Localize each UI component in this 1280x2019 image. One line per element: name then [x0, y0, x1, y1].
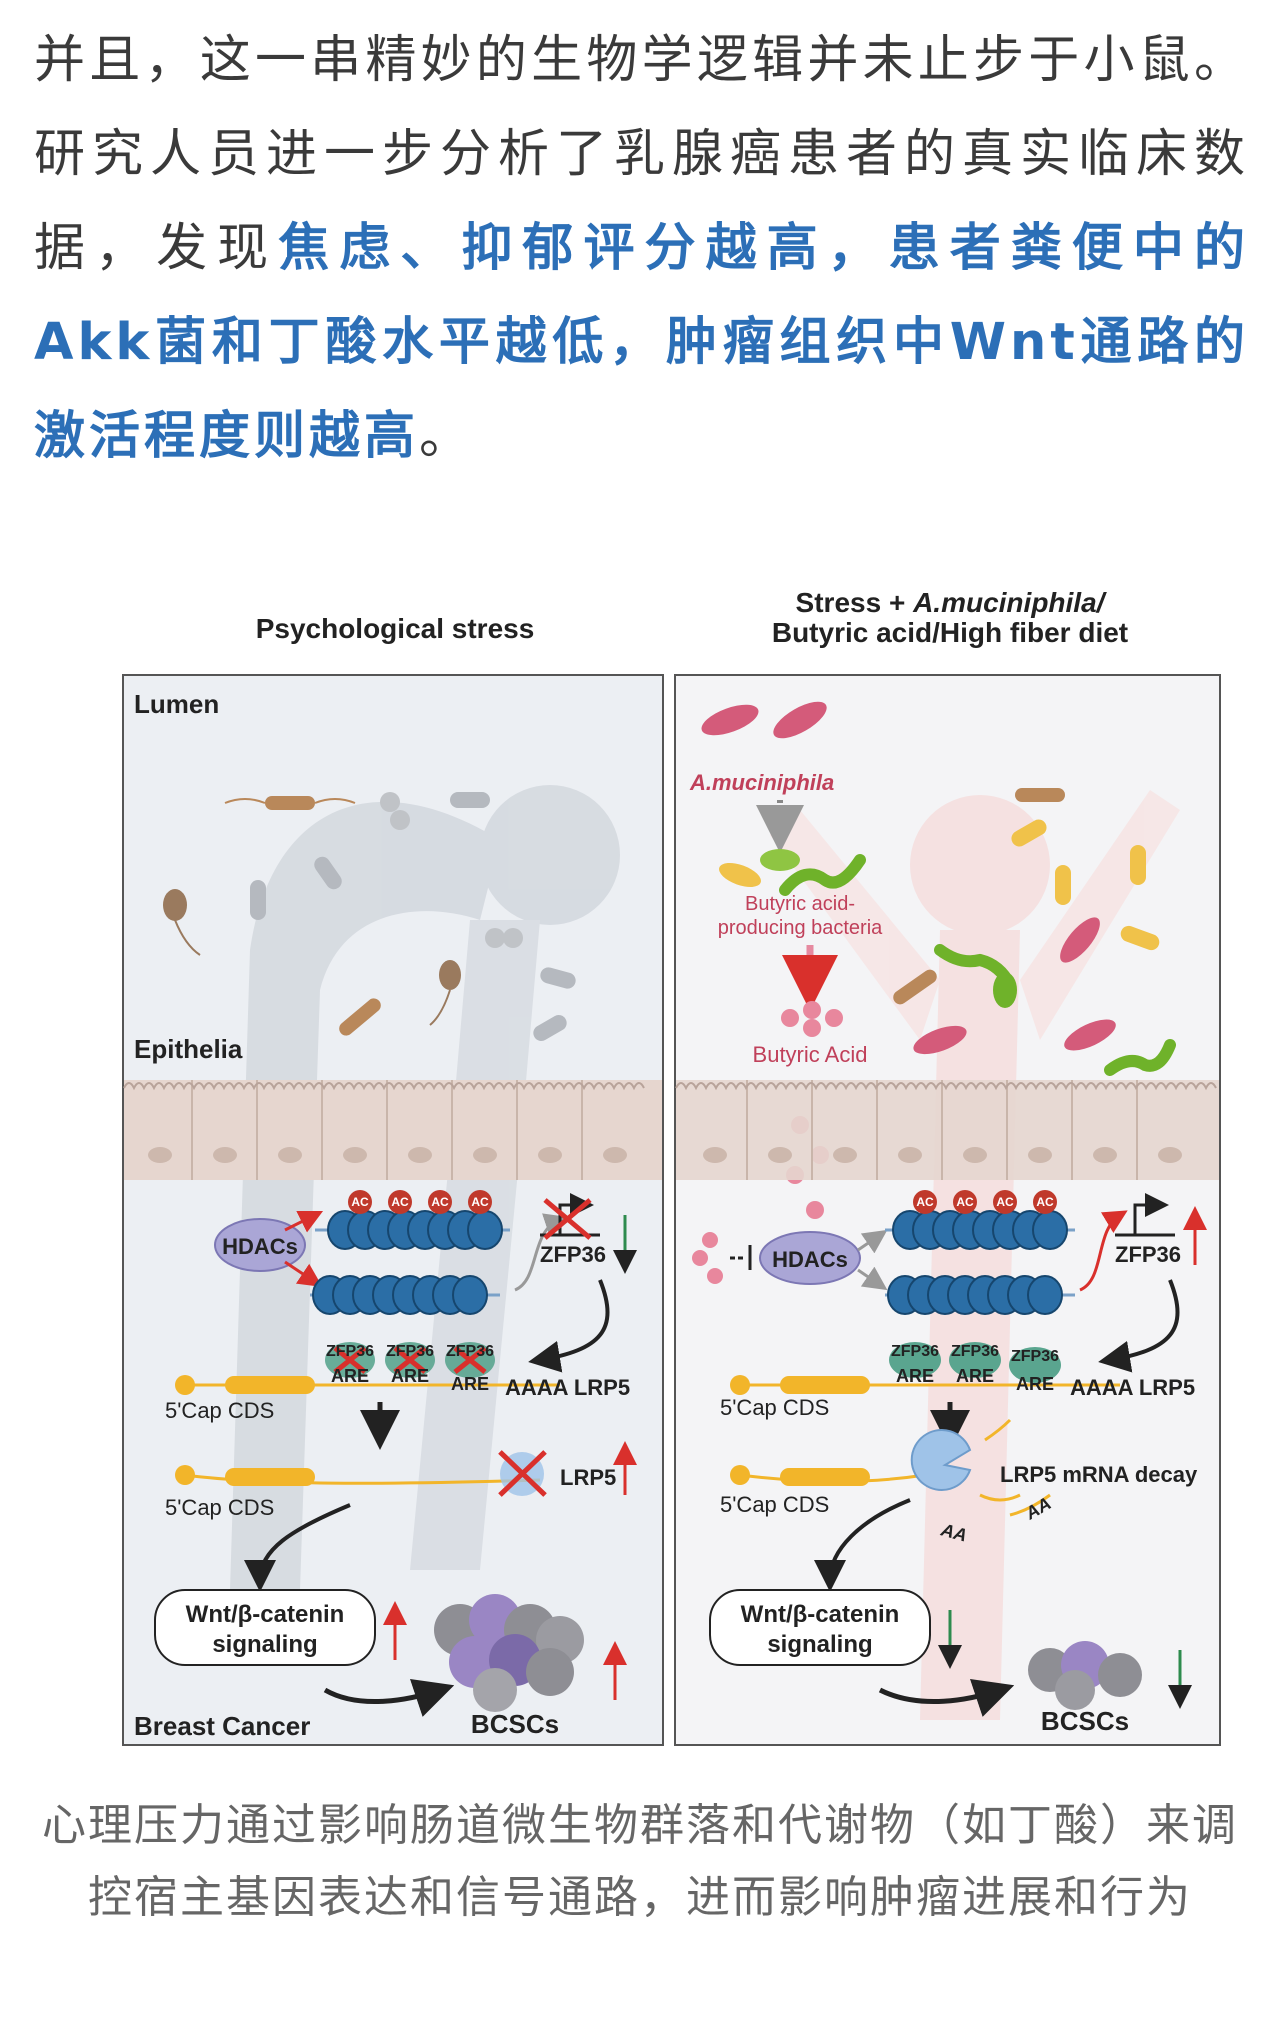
left-cap-cds-label-1: 5'Cap CDS	[165, 1398, 274, 1423]
are-label: ARE	[391, 1366, 429, 1386]
zfp36-small-label: ZFP36	[446, 1343, 494, 1360]
epithelia-label: Epithelia	[134, 1034, 243, 1064]
right-zfp36-gene: ZFP36	[1115, 1193, 1207, 1267]
are-label: ARE	[331, 1366, 369, 1386]
zfp36-small-label: ZFP36	[951, 1343, 999, 1360]
figure-caption: 心理压力通过影响肠道微生物群落和代谢物（如丁酸）来调控宿主基因表达和信号通路，进…	[42, 1800, 1238, 1923]
happy-person-silhouette	[770, 790, 1180, 1720]
butyric-acid-label: Butyric Acid	[753, 1042, 868, 1067]
left-bcscs-label: BCSCs	[471, 1709, 559, 1739]
left-wnt-box	[154, 1589, 376, 1666]
left-panel-title: Psychological stress	[256, 613, 535, 644]
right-wnt-label-2: signaling	[767, 1631, 872, 1658]
butyrate-producers	[719, 788, 1176, 1076]
left-panel: Lumen Epithelia	[122, 674, 664, 1746]
mechanism-figure: Psychological stress Stress + A.muciniph…	[120, 590, 1230, 1760]
right-panel-title-1: Stress + A.muciniphila/	[796, 590, 1108, 618]
right-hdacs-icon	[759, 1231, 861, 1285]
article-highlight: 焦虑、抑郁评分越高，患者粪便中的Akk菌和丁酸水平越低，肿瘤组织中Wnt通路的激…	[34, 219, 1249, 466]
left-nucleosomes-top: AC AC AC AC	[315, 1190, 510, 1250]
right-panel-title-2: Butyric acid/High fiber diet	[772, 617, 1128, 648]
left-aaaa-lrp5-label: AAAA LRP5	[505, 1375, 630, 1400]
are-label: ARE	[1016, 1374, 1054, 1394]
zfp36-small-label: ZFP36	[891, 1343, 939, 1360]
left-nucleosomes-bottom	[310, 1275, 500, 1315]
left-mrna-1: ZFP36 ZFP36 ZFP36 ARE ARE ARE AAAA LRP5 …	[165, 1342, 630, 1423]
left-hdacs-label: HDACs	[222, 1234, 298, 1259]
ac-label: AC	[996, 1195, 1014, 1209]
right-hdacs-label: HDACs	[772, 1247, 848, 1272]
left-hdacs-icon	[214, 1218, 306, 1272]
akk-bacteria	[701, 701, 1116, 1055]
left-zfp36-gene: ZFP36	[540, 1193, 637, 1274]
are-label: ARE	[956, 1366, 994, 1386]
zfp36-small-label: ZFP36	[386, 1343, 434, 1360]
left-bacteria	[163, 792, 576, 1041]
lumen-label: Lumen	[134, 689, 219, 719]
ac-label: AC	[391, 1195, 409, 1209]
zfp36-small-label: ZFP36	[1011, 1348, 1059, 1365]
right-aaaa-lrp5-label: AAAA LRP5	[1070, 1375, 1195, 1400]
article-paragraph: 并且，这一串精妙的生物学逻辑并未止步于小鼠。研究人员进一步分析了乳腺癌患者的真实…	[34, 14, 1249, 484]
right-wnt-box	[709, 1589, 931, 1666]
exonuclease-icon	[910, 1429, 972, 1491]
right-panel: A.muciniphila Butyric acid- producing ba…	[674, 674, 1221, 1746]
article-text-1: 并且，这一串精妙的生物学逻辑并未止步于小鼠。研究人员进一步分析了乳腺癌患者的真实…	[34, 31, 1249, 278]
left-epithelium	[123, 1080, 662, 1180]
left-bcscs-cluster	[434, 1594, 584, 1712]
mrna-decay-label: LRP5 mRNA decay	[1000, 1462, 1198, 1487]
right-cap-cds-label-1: 5'Cap CDS	[720, 1395, 829, 1420]
right-zfp36-label: ZFP36	[1115, 1242, 1181, 1267]
zfp36-small-label: ZFP36	[326, 1343, 374, 1360]
left-wnt-label-2: signaling	[212, 1631, 317, 1658]
breast-cancer-label: Breast Cancer	[134, 1711, 310, 1741]
ac-label: AC	[956, 1195, 974, 1209]
right-mrna-1: ZFP36 ZFP36 ZFP36 ARE ARE ARE AAAA LRP5 …	[720, 1342, 1195, 1420]
left-zfp36-label: ZFP36	[540, 1242, 606, 1267]
blocked-x-icon	[543, 1198, 592, 1240]
ac-label: AC	[471, 1195, 489, 1209]
left-wnt-label-1: Wnt/β-catenin	[186, 1601, 345, 1628]
ac-label: AC	[1036, 1195, 1054, 1209]
ac-label: AC	[351, 1195, 369, 1209]
figure-svg: Psychological stress Stress + A.muciniph…	[122, 590, 1221, 1746]
butyric-bacteria-label-2: producing bacteria	[718, 917, 883, 939]
ac-label: AC	[431, 1195, 449, 1209]
left-mrna-2: LRP5 5'Cap CDS	[165, 1441, 637, 1520]
ac-label: AC	[916, 1195, 934, 1209]
right-nucleosomes-top: AC AC AC AC	[885, 1190, 1075, 1250]
left-cap-cds-label-2: 5'Cap CDS	[165, 1495, 274, 1520]
right-nucleosomes-bottom	[885, 1275, 1075, 1315]
are-label: ARE	[451, 1374, 489, 1394]
butyric-bacteria-label-1: Butyric acid-	[745, 893, 855, 915]
right-bcscs-label: BCSCs	[1041, 1706, 1129, 1736]
are-label: ARE	[896, 1366, 934, 1386]
article-text-2: 。	[419, 407, 475, 466]
right-epithelium	[675, 1080, 1219, 1180]
right-cap-cds-label-2: 5'Cap CDS	[720, 1492, 829, 1517]
left-lrp5-label: LRP5	[560, 1465, 616, 1490]
akk-label: A.muciniphila	[689, 770, 834, 795]
right-bcscs-cluster	[1028, 1641, 1142, 1710]
right-wnt-label-1: Wnt/β-catenin	[741, 1601, 900, 1628]
